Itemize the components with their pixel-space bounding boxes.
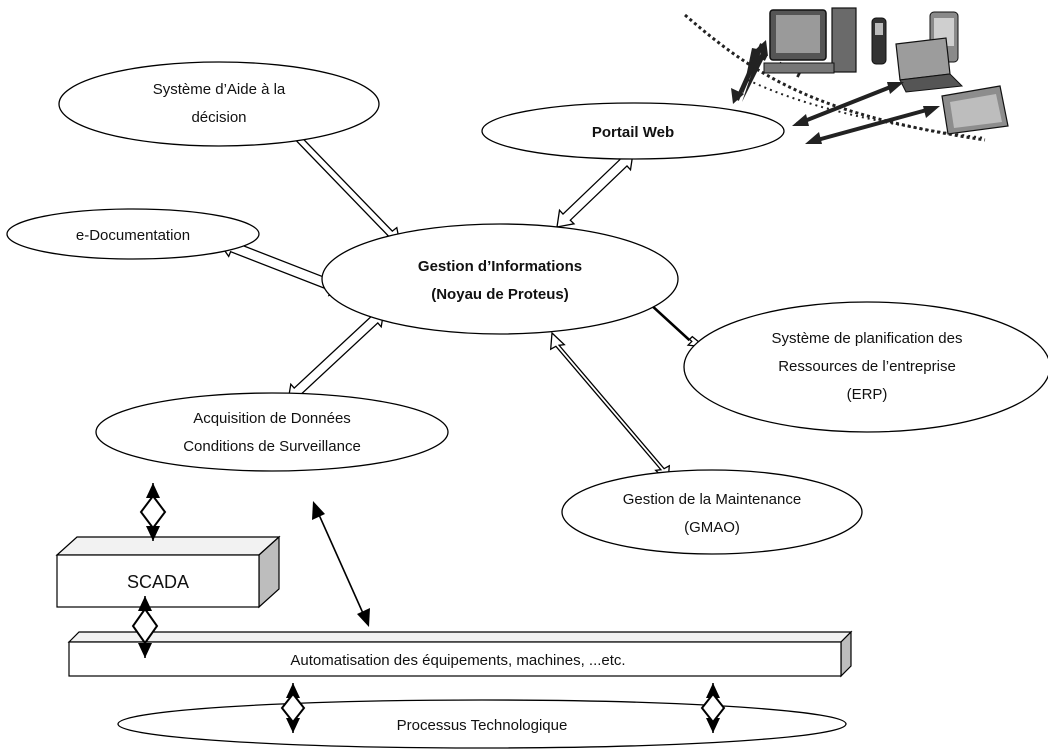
laptop-icon — [895, 37, 964, 93]
connector-acquisition-scada — [139, 483, 167, 541]
connector-portail-gestion — [556, 152, 634, 228]
devices-cluster — [684, 7, 1009, 144]
node-processus-label: Processus Technologique — [397, 717, 568, 734]
connector-acquisition-automatisation — [312, 501, 370, 627]
node-gmao: Gestion de la Maintenance (GMAO) — [561, 469, 863, 555]
node-gestion-informations: Gestion d’Informations (Noyau de Proteus… — [321, 223, 679, 335]
node-e-documentation: e-Documentation — [6, 208, 260, 260]
network-boundary-outer — [684, 13, 986, 142]
node-scada-label: SCADA — [127, 572, 189, 592]
connector-scada-automatisation — [131, 596, 159, 658]
connector-gestion-acquisition — [287, 309, 385, 402]
node-erp: Système de planification des Ressources … — [683, 301, 1048, 433]
connector-gestion-gmao — [549, 331, 671, 484]
node-e-documentation-label: e-Documentation — [76, 227, 190, 244]
node-processus: Processus Technologique — [117, 699, 847, 749]
node-gmao-line2: (GMAO) — [684, 519, 740, 536]
node-erp-line2: Ressources de l’entreprise — [778, 358, 956, 375]
node-aide-decision-line2: décision — [191, 109, 246, 126]
device-link-arrow — [792, 82, 904, 126]
node-erp-line1: Système de planification des — [772, 330, 963, 347]
node-acquisition-line1: Acquisition de Données — [193, 410, 351, 427]
connector-automatisation-processus-left — [280, 683, 306, 733]
node-acquisition: Acquisition de Données Conditions de Sur… — [95, 392, 449, 472]
node-aide-decision-line1: Système d’Aide à la — [153, 81, 286, 98]
node-aide-decision: Système d’Aide à la décision — [58, 61, 380, 147]
node-scada: SCADA — [55, 535, 281, 609]
node-erp-line3: (ERP) — [847, 386, 888, 403]
node-automatisation-label: Automatisation des équipements, machines… — [290, 652, 625, 669]
node-gestion-line2: (Noyau de Proteus) — [431, 286, 569, 303]
device-link-arrow — [731, 40, 768, 104]
node-gmao-line1: Gestion de la Maintenance — [623, 491, 801, 508]
node-portail-web-label: Portail Web — [592, 124, 674, 141]
mobile-phone-icon — [871, 17, 887, 65]
connector-automatisation-processus-right — [700, 683, 726, 733]
desktop-computer-icon — [763, 7, 857, 74]
device-link-arrow — [805, 106, 940, 144]
node-automatisation: Automatisation des équipements, machines… — [67, 630, 853, 678]
node-gestion-line1: Gestion d’Informations — [418, 258, 582, 275]
node-acquisition-line2: Conditions de Surveillance — [183, 438, 361, 455]
tablet-icon — [941, 85, 1009, 135]
node-portail-web: Portail Web — [481, 102, 785, 160]
